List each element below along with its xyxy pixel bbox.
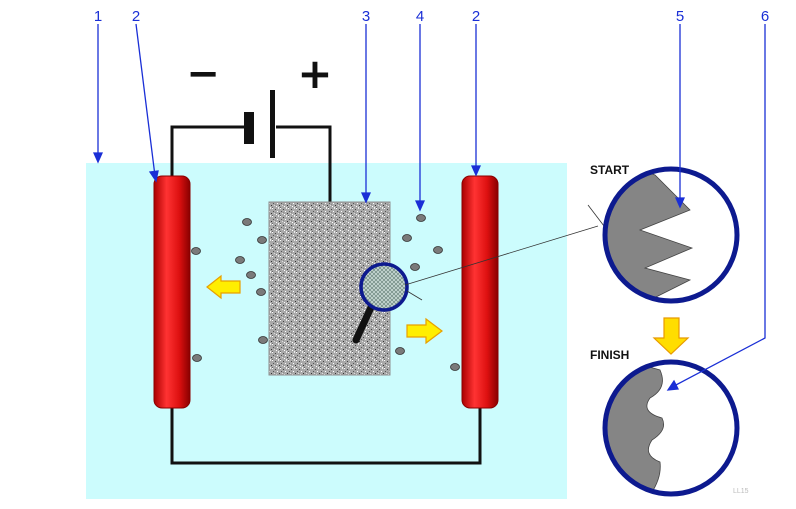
- minus-sign: −: [186, 51, 220, 97]
- left-electrode: [153, 175, 191, 409]
- zoom-lines: [404, 204, 605, 301]
- callout-1: 1: [94, 8, 102, 25]
- arrow-right: [406, 317, 443, 345]
- circuit-wire: [170, 125, 482, 465]
- ion: [191, 247, 201, 255]
- callout-3: 3: [362, 8, 370, 25]
- ion: [235, 256, 245, 264]
- ion: [192, 354, 202, 362]
- ion: [242, 218, 252, 226]
- ion: [450, 363, 460, 371]
- callout-2-right: 2: [472, 8, 480, 25]
- watermark: LL15: [733, 488, 749, 495]
- finish-detail: [602, 359, 740, 497]
- plus-sign: +: [297, 49, 332, 98]
- ion: [258, 336, 268, 344]
- magnifier-icon: [352, 262, 409, 344]
- callout-2-left: 2: [132, 8, 140, 25]
- finish-label: FINISH: [590, 348, 629, 362]
- arrow-icon: [206, 274, 690, 355]
- callout-5: 5: [676, 8, 684, 25]
- ion: [433, 246, 443, 254]
- callout-6: 6: [761, 8, 769, 25]
- ion: [246, 271, 256, 279]
- ion: [410, 263, 420, 271]
- ion: [257, 236, 267, 244]
- ion: [416, 214, 426, 222]
- ion: [256, 288, 266, 296]
- callout-4: 4: [416, 8, 424, 25]
- arrow-left: [206, 274, 241, 300]
- right-electrode: [461, 175, 499, 409]
- start-label: START: [590, 163, 630, 177]
- battery-icon: [244, 90, 275, 158]
- callout-leaders: [92, 23, 766, 391]
- arrow-down: [652, 317, 690, 355]
- ion: [395, 347, 405, 355]
- ion: [402, 234, 412, 242]
- metal-ions: [191, 214, 460, 371]
